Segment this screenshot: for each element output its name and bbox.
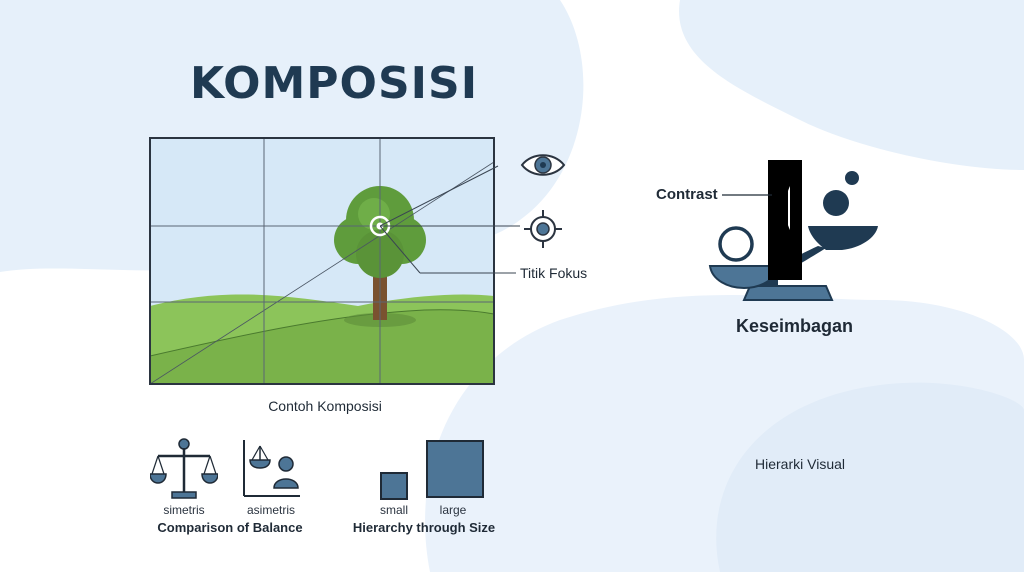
balance-caption: Keseimbagan <box>736 316 854 336</box>
asymmetric-label: asimetris <box>246 503 295 517</box>
visual-hierarchy-note: Hierarki Visual <box>755 456 845 472</box>
small-square <box>380 472 408 500</box>
symmetric-scale-icon <box>150 438 218 499</box>
target-icon <box>524 210 562 248</box>
contrast-leader-line <box>722 194 772 196</box>
balance-comparison-caption: Comparison of Balance <box>157 520 303 535</box>
balance-scale-illustration <box>708 160 878 301</box>
large-label: large <box>439 503 467 517</box>
size-hierarchy-caption: Hierarchy through Size <box>352 520 496 535</box>
symmetric-label: simetris <box>163 503 205 517</box>
eye-icon <box>520 154 566 176</box>
focus-point-label: Titik Fokus <box>520 265 588 281</box>
asymmetric-scale-icon <box>243 440 300 497</box>
contrast-label: Contrast <box>656 186 718 203</box>
composition-example <box>149 137 495 385</box>
composition-caption: Contoh Komposisi <box>268 398 382 414</box>
focus-leader-lines <box>380 165 520 274</box>
page-title: KOMPOSISI <box>190 58 479 109</box>
large-square <box>426 440 484 498</box>
small-label: small <box>379 503 408 517</box>
